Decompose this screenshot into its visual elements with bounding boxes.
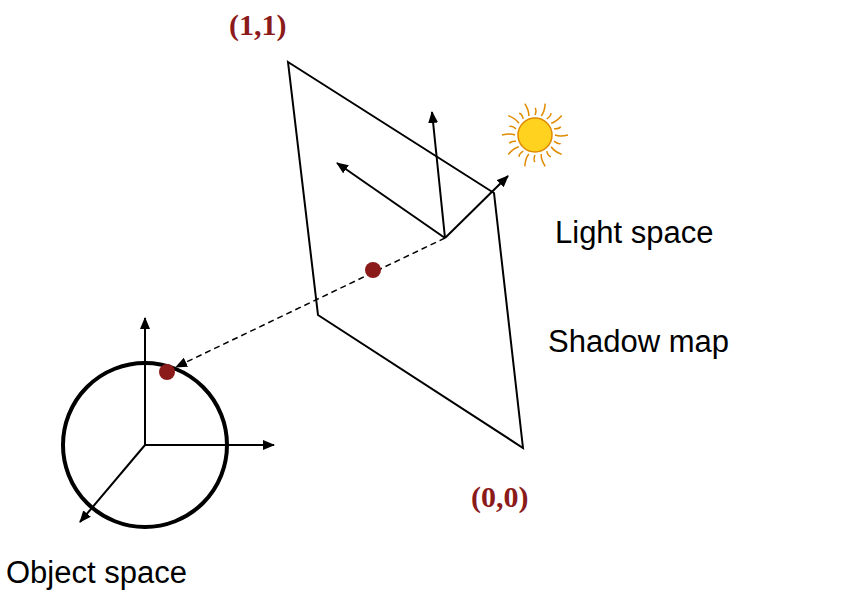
sun-ray xyxy=(541,154,545,166)
sun-ray xyxy=(519,151,523,157)
sun-ray xyxy=(541,104,545,116)
sun-ray xyxy=(547,151,551,157)
shadow-map-plane xyxy=(288,62,523,448)
light-axes xyxy=(337,112,508,238)
sun-ray xyxy=(508,147,519,155)
sun-ray xyxy=(533,155,535,162)
sun-ray xyxy=(519,113,523,119)
sun-ray xyxy=(547,113,551,119)
sun-ray xyxy=(554,127,561,129)
sun-ray xyxy=(509,141,516,143)
sun-icon xyxy=(502,104,568,167)
space-label: Light space xyxy=(555,216,714,250)
sun-ray xyxy=(534,108,536,115)
sun-ray xyxy=(508,116,519,124)
sun-ray xyxy=(509,126,516,129)
sun-ray xyxy=(525,154,529,166)
surface-point-dot xyxy=(159,364,175,380)
map-sample-dot xyxy=(365,262,381,278)
sun-ray xyxy=(502,133,515,135)
projection-ray xyxy=(176,238,445,367)
sun-ray xyxy=(525,104,529,116)
sun-ray xyxy=(551,116,562,124)
map-label: Shadow map xyxy=(548,325,729,359)
space-label: Object space xyxy=(6,556,187,590)
sun-ray xyxy=(554,141,561,144)
sun-ray xyxy=(555,134,568,136)
sun-ray xyxy=(551,147,562,155)
object-axes xyxy=(80,318,274,522)
corner-coordinate: (1,1) xyxy=(229,8,286,41)
corner-coordinate: (0,0) xyxy=(471,480,528,513)
